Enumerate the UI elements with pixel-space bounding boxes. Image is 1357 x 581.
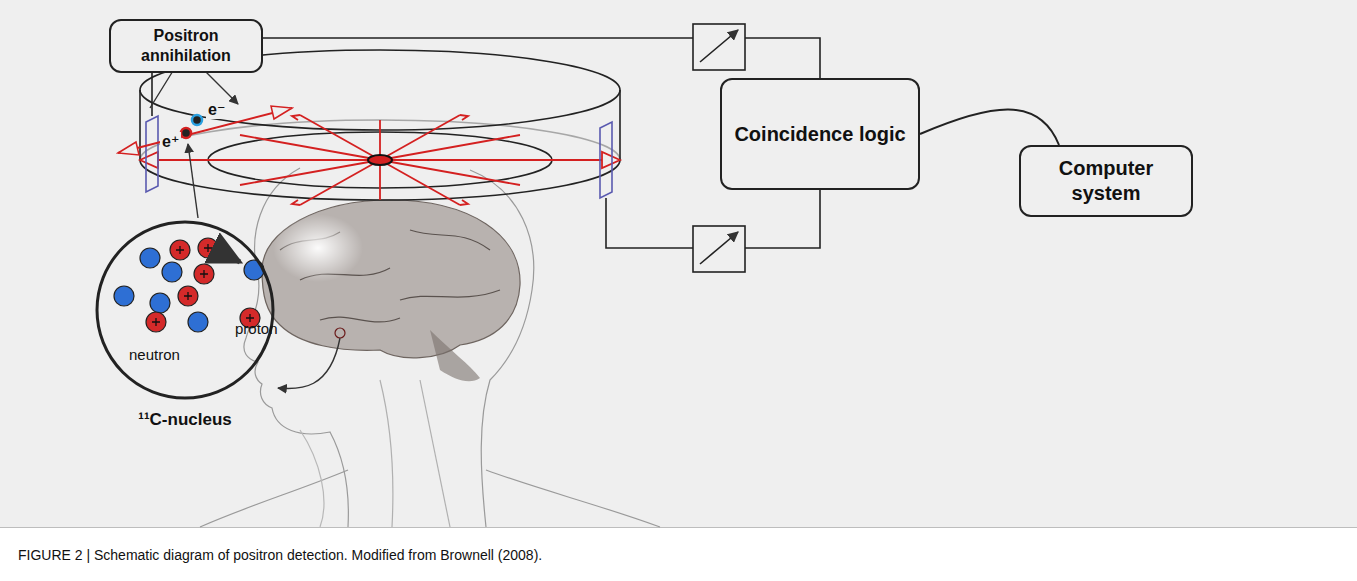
particle-label: e⁺ [160,132,181,151]
plus-signs [152,244,254,326]
annihilation-point [368,155,392,165]
particle-label: e⁻ [206,100,227,119]
logic-box: Coincidence logic [720,78,920,190]
brain [262,200,520,381]
emission-arrow [188,144,198,218]
annihilation-photons [118,66,292,155]
nucleus-circle: protonneutron¹¹C-nucleus [95,220,275,400]
node-text: Positron annihilation [122,26,250,66]
head-sketch [200,168,660,527]
node-text: proton [235,320,278,337]
detector [600,122,612,198]
rounded-box: Positron annihilation [109,19,263,73]
node-text: Computer system [1032,156,1180,206]
decay-arrow [216,250,240,262]
computer-box: Computer system [1019,145,1193,217]
connector [920,109,1059,145]
detector [146,116,158,192]
figure-caption: FIGURE 2 | Schematic diagram of positron… [18,547,1338,563]
nucleus-particles [114,238,264,332]
zoom-arrow [278,338,340,389]
node-text: Coincidence logic [734,122,905,147]
node-text: ¹¹C-nucleus [95,410,275,430]
node-text: neutron [129,346,180,363]
circle-outline [95,220,275,400]
